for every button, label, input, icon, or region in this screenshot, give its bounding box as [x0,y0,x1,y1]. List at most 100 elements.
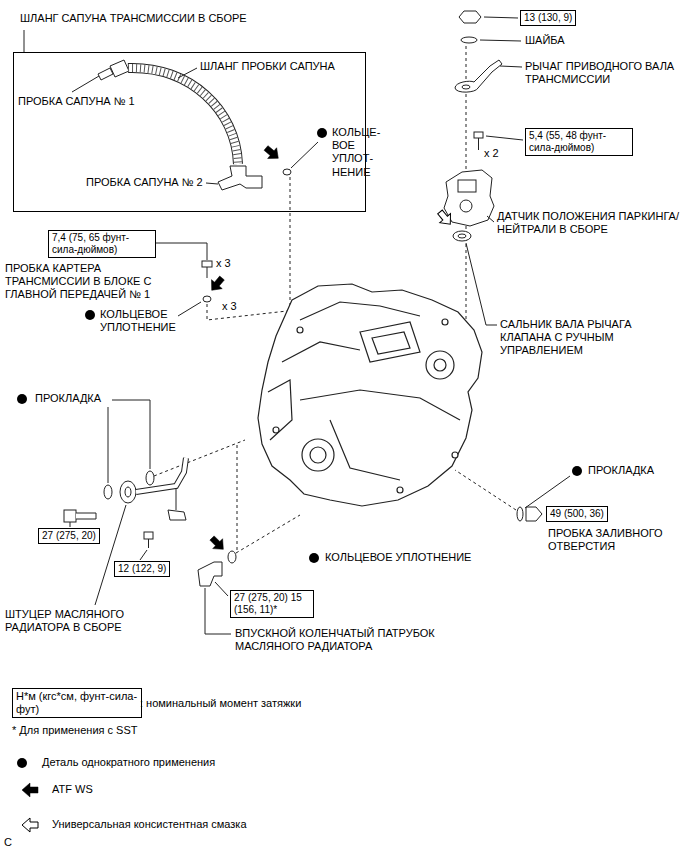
assembly-line [236,515,300,553]
breather-plug [98,68,113,80]
torque-value: 7,4 (75, 65 фунт-сила-дюймов) [52,232,152,256]
transmission-case [268,380,292,440]
torque-box: 5,4 (55, 48 фунт-сила-дюймов) [525,128,633,156]
torque-value: 12 (122, 9) [118,563,166,575]
transmission-case [426,351,454,379]
once-use-mark [17,758,27,768]
cooler-union [136,458,186,492]
gasket [146,471,154,485]
leader-line [205,588,231,634]
oil-seal [453,231,471,241]
quantity-callout: x 2 [484,147,499,160]
torque-value: Н*м (кгс*см, фунт-сила-фут) [16,690,138,716]
leader-line [178,68,197,78]
leader-line [150,243,207,260]
leader-line [95,505,126,605]
leader-line [486,136,523,140]
bolt [478,138,479,150]
leader-line [70,522,71,527]
torque-box: 13 (130, 9) [520,10,576,26]
grease-arrow [435,208,456,229]
breather-hose [128,68,238,164]
transmission-case [282,342,360,362]
assembly-line [154,440,245,476]
plug-bolt [202,261,212,267]
union-bolt [76,513,96,519]
leader-line [206,183,218,184]
part-label: КОЛЬЦЕВОЕ УПЛОТНЕНИЕ [100,308,210,334]
legend-text: Универсальная консистентная смазка [52,818,247,831]
transmission-case [300,390,460,420]
part-label: * Для применения с SST [12,724,138,737]
oil-seal [458,234,466,238]
washer [461,37,477,43]
torque-value: 5,4 (55, 48 фунт-сила-дюймов) [529,130,629,154]
park-neutral-switch [444,170,494,226]
inlet-elbow [198,562,222,586]
bolt [148,539,149,548]
leader-line [72,76,99,92]
leader-line [140,550,147,560]
torque-value: 27 (275, 20) [42,530,96,542]
atf-arrow [206,274,227,295]
leader-line [480,40,521,41]
once-use-mark [317,128,327,138]
cooler-union [136,458,186,492]
part-label: ВПУСКНОЙ КОЛЕНЧАТЫЙ ПАТРУБОК МАСЛЯНОГО Р… [235,627,447,653]
part-label: ШТУЦЕР МАСЛЯНОГО РАДИАТОРА В СБОРЕ [5,608,183,634]
o-ring [283,169,291,175]
part-label: ПРОБКА ЗАЛИВНОГО ОТВЕРСТИЯ [548,527,684,553]
oil-pump [310,447,326,463]
atf-arrow [22,783,38,797]
breather-plug [110,60,129,77]
quantity-callout: x 3 [216,257,231,270]
atf-arrow [262,143,283,164]
transmission-case [258,284,482,506]
transmission-case [434,359,446,371]
leader-line [178,302,201,316]
oil-pump [302,439,334,471]
leader-line [484,17,518,18]
torque-box: 7,4 (75, 65 фунт-сила-дюймов) [48,230,156,258]
part-label: ШАЙБА [525,34,565,47]
torque-box: 49 (500, 36) [546,506,608,522]
torque-box: 27 (275, 20) 15 (156, 11)* [230,590,314,618]
torque-box: 12 (122, 9) [114,561,170,577]
part-label: КОЛЬЦЕВОЕ УПЛОТНЕНИЕ [325,551,471,564]
cooler-union [120,481,136,503]
grease-arrow [22,818,38,832]
part-label: ШЛАНГ ПРОБКИ САПУНА [200,60,335,73]
assembly-line [237,445,238,550]
once-use-mark [309,553,319,563]
nut [459,11,481,23]
part-label: КОЛЬЦЕ- ВОЕ УПЛОТ- НЕНИЕ [332,126,380,179]
once-use-mark [572,466,582,476]
breather-plug [218,166,262,190]
part-label: ПРОБКА КАРТЕРА ТРАНСМИССИИ В БЛОКЕ С ГЛА… [5,262,183,302]
part-label: ПРОБКА САПУНА № 1 [18,95,135,108]
legend-text: Деталь однократного применения [42,756,215,769]
bolt-hole [397,487,403,493]
torque-value: 13 (130, 9) [524,12,572,24]
gasket [104,485,112,499]
transmission-case [300,302,420,320]
breather-hose [128,68,238,164]
torque-value: 49 (500, 36) [550,508,604,520]
atf-arrow [207,533,228,554]
leader-line [24,30,25,52]
park-neutral-switch [460,200,472,212]
plug-bolt [207,267,208,278]
o-ring [228,551,236,563]
leader-line [487,216,494,222]
bolt [144,532,153,539]
part-label: ДАТЧИК ПОЛОЖЕНИЯ ПАРКИНГА/НЕЙТРАЛИ В СБО… [497,210,683,236]
union-bolt [64,510,76,522]
bolt-hole [273,427,279,433]
assembly-line [455,470,516,510]
gasket [517,507,523,521]
part-label: САЛЬНИК ВАЛА РЫЧАГА КЛАПАНА С РУЧНЫМ УПР… [500,318,682,358]
part-label: РЫЧАГ ПРИВОДНОГО ВАЛА ТРАНСМИССИИ [525,60,677,86]
park-neutral-switch [458,180,476,192]
bolt-hole [442,319,448,325]
